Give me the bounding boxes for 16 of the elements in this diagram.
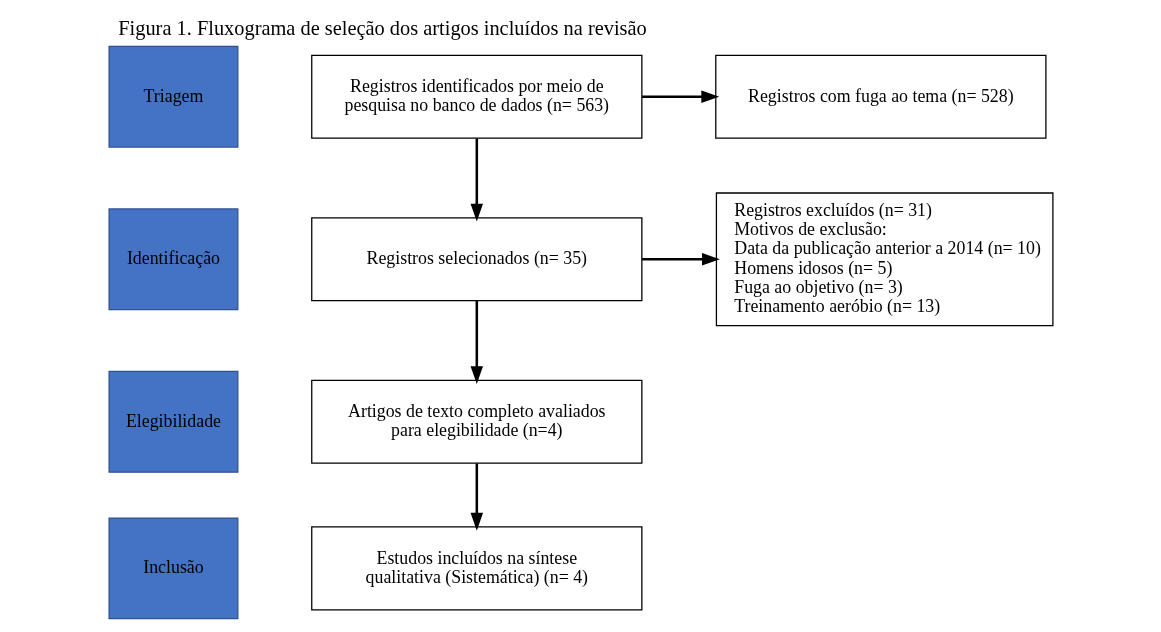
node-box: Registros identificados por meio de pesquisa no banco de dados (n= 563) bbox=[310, 54, 642, 139]
node-box: Inclusão bbox=[107, 517, 238, 620]
diagram-title: Figura 1. Fluxograma de seleção dos artigos incluídos na revisão bbox=[117, 16, 647, 39]
arrow bbox=[470, 300, 483, 384]
node-box: Estudos incluídos na síntese qualitativa (Sistemática) (n= 4) bbox=[310, 526, 642, 611]
arrow bbox=[641, 90, 719, 104]
node-box: Triagem bbox=[107, 45, 238, 148]
arrow bbox=[470, 138, 483, 222]
node-box: Artigos de texto completo avaliados para elegibilidade (n=4) bbox=[310, 379, 642, 464]
node-box: Registros selecionados (n= 35) bbox=[310, 217, 642, 302]
arrow bbox=[470, 463, 483, 531]
node-box: Registros excluídos (n= 31) Motivos de exclusão: Data da publicação anterior a 2014 (n= 10) Homens idosos (n= 5) Fuga ao objetivo (n= 3) Treinamento aeróbio (n= 13) bbox=[715, 192, 1054, 327]
arrow bbox=[641, 253, 720, 266]
node-box: Elegibilidade bbox=[107, 370, 238, 473]
node-box: Identificação bbox=[107, 208, 238, 311]
node-box: Registros com fuga ao tema (n= 528) bbox=[714, 54, 1047, 139]
